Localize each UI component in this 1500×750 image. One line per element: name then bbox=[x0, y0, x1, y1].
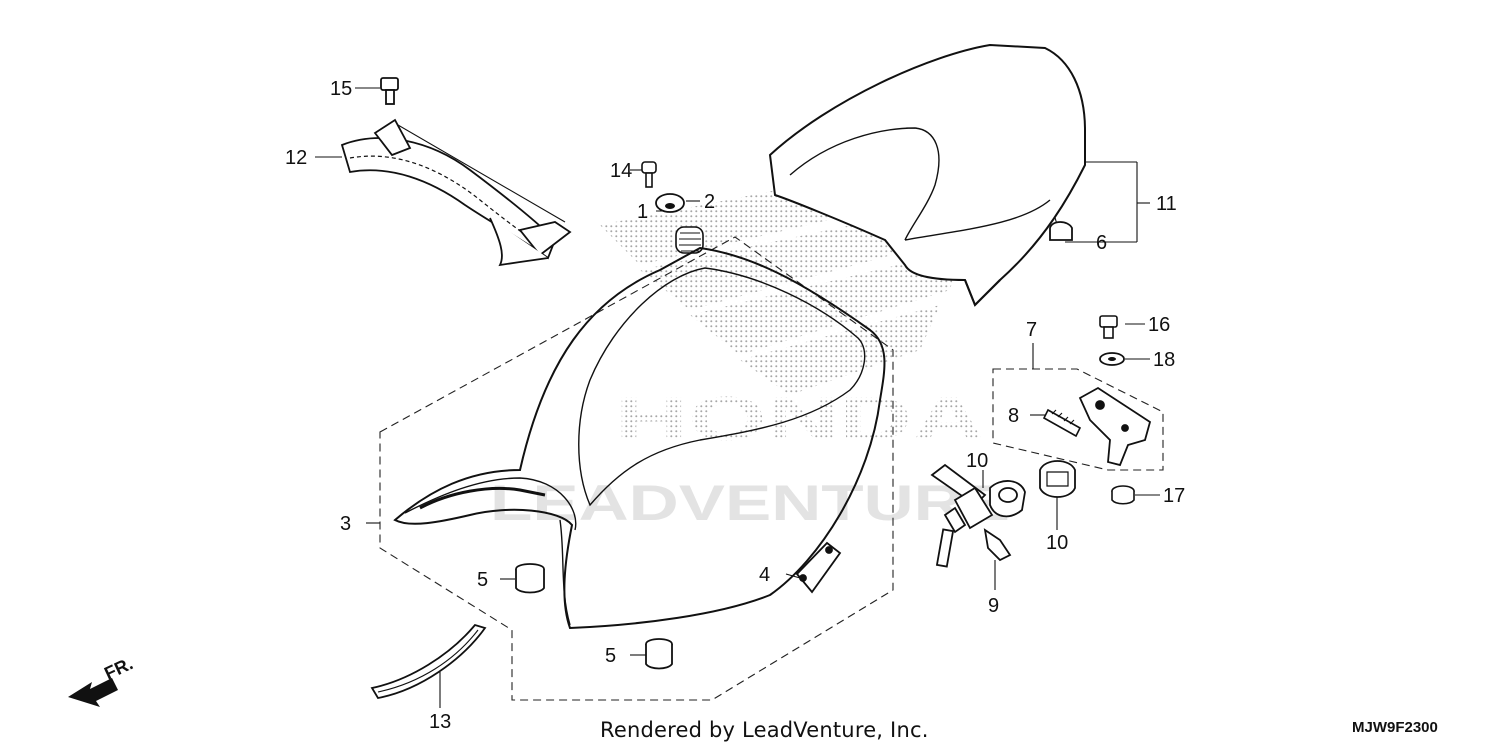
cushion-part-6 bbox=[1049, 221, 1073, 241]
seat-group-frame bbox=[379, 236, 894, 701]
latch-group-frame bbox=[992, 368, 1164, 471]
callout-17: 16 bbox=[1148, 314, 1170, 336]
callout-10: 10 bbox=[1046, 532, 1068, 554]
callout-15: 14 bbox=[610, 160, 632, 182]
callout-13: 12 bbox=[285, 147, 307, 169]
diagram-code: MJW9F2300 bbox=[1352, 719, 1438, 736]
callout-4: 4 bbox=[759, 564, 770, 586]
render-credit: Rendered by LeadVenture, Inc. bbox=[600, 718, 929, 742]
callout-3: 3 bbox=[340, 513, 351, 535]
callout-9: 9 bbox=[988, 595, 999, 617]
callout-1: 1 bbox=[637, 201, 648, 223]
callout-2: 2 bbox=[704, 191, 715, 213]
clip-part-9 bbox=[983, 528, 1012, 562]
seat-band-part bbox=[370, 623, 487, 700]
callout-5b: 5 bbox=[605, 645, 616, 667]
callout-11: 10 bbox=[966, 450, 988, 472]
callout-8: 8 bbox=[1008, 405, 1019, 427]
rear-seat-cowl-part bbox=[768, 43, 1086, 307]
bolt-part-16 bbox=[380, 77, 399, 105]
damper-part-5a bbox=[515, 563, 545, 594]
main-seat-part bbox=[393, 246, 886, 630]
seat-latch-part bbox=[1078, 386, 1152, 467]
leadventure-watermark-text: LEADVENTURE bbox=[490, 475, 1010, 531]
bracket-part-4 bbox=[795, 541, 842, 594]
gasket-part-10 bbox=[1039, 460, 1076, 498]
bolt-part-17 bbox=[1099, 315, 1118, 339]
spring-part-8 bbox=[1042, 408, 1082, 438]
callout-18: 17 bbox=[1163, 485, 1185, 507]
front-direction-arrow: FR. bbox=[68, 653, 136, 707]
direction-label: FR. bbox=[101, 653, 136, 683]
key-cylinder-part bbox=[930, 463, 1026, 568]
nut-part-18 bbox=[1111, 485, 1135, 505]
screw-part-15 bbox=[641, 161, 657, 188]
callout-12: 11 bbox=[1156, 193, 1177, 215]
callout-6: 6 bbox=[1096, 232, 1107, 254]
callout-19: 18 bbox=[1153, 349, 1175, 371]
honda-watermark-text: HONDA bbox=[615, 385, 985, 454]
callout-7: 7 bbox=[1026, 319, 1037, 341]
grab-strap-part bbox=[340, 118, 572, 267]
callout-14: 13 bbox=[429, 711, 451, 733]
damper-part-5b bbox=[645, 638, 673, 670]
callout-5a: 5 bbox=[477, 569, 488, 591]
callout-16: 15 bbox=[330, 78, 352, 100]
